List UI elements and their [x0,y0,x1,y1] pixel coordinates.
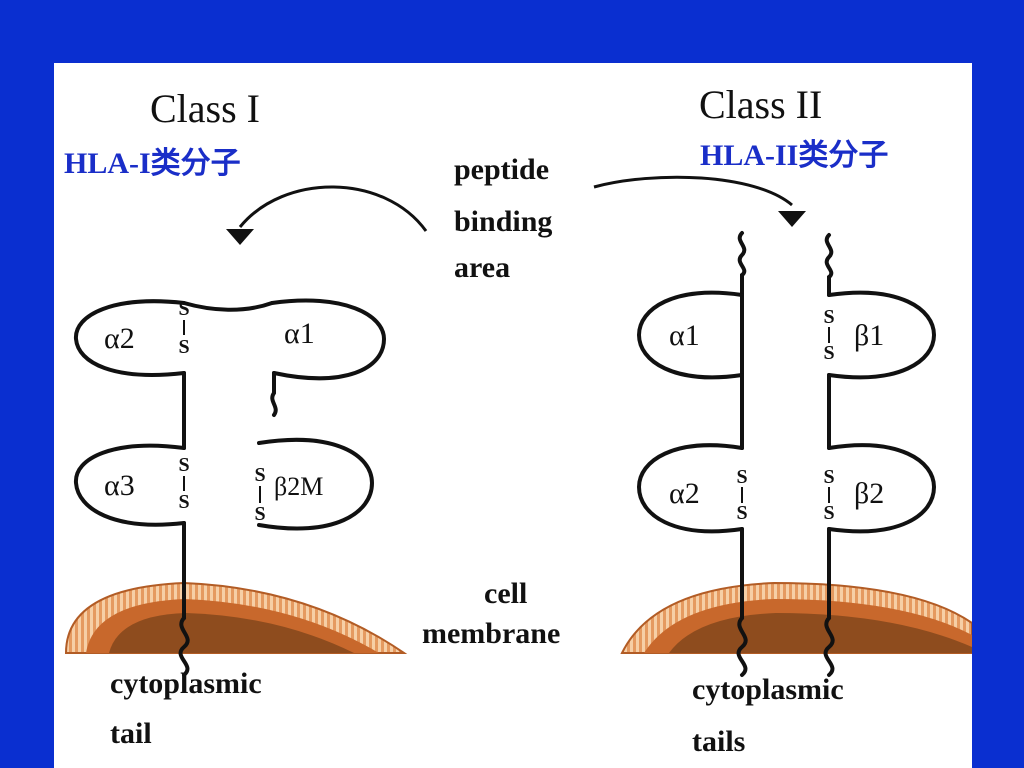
disulfide-s: S [823,342,834,364]
mhc-diagram: S S S S S S S S S S S S [64,175,972,677]
class2-alpha2-label: α2 [669,477,700,510]
class2-tail-label-line2: tails [692,725,746,758]
diagram-panel: S S S S S S S S S S S S [54,63,972,768]
membrane-left [64,581,408,654]
disulfide-bonds [183,320,830,503]
disulfide-s: S [823,306,834,328]
disulfide-s: S [178,491,189,513]
class2-subtitle: HLA-II类分子 [700,139,889,172]
peptide-label-line1: peptide [454,153,550,186]
class1-tail-label-line1: cytoplasmic [110,667,262,700]
disulfide-s: S [823,502,834,524]
class2-title: Class II [699,82,823,127]
class1-tail-label-line2: tail [110,717,152,750]
membrane-label-line2: membrane [422,617,561,650]
class1-alpha2-domain [73,299,186,377]
disulfide-s: S [254,464,265,486]
disulfide-s: S [254,503,265,525]
disulfide-s: S [736,502,747,524]
class1-b2m-label: β2M [274,472,323,501]
class2-alpha1-domain [636,290,744,380]
class2-beta1-label: β1 [854,319,884,352]
membrane-label-line1: cell [484,577,528,610]
disulfide-s: S [823,466,834,488]
peptide-arrows [238,175,793,232]
class2-molecule [636,231,937,677]
arrow-to-class1 [238,185,428,232]
class2-alpha1-label: α1 [669,319,700,352]
peptide-label-line2: binding [454,205,553,238]
disulfide-s: S [178,336,189,358]
class2-beta2-label: β2 [854,477,884,510]
class1-subtitle: HLA-I类分子 [64,147,241,180]
class2-beta2-domain [827,443,937,534]
class1-alpha1-label: α1 [284,317,315,350]
membrane-right [620,581,972,654]
disulfide-s: S [736,466,747,488]
class2-alpha2-domain [636,443,744,534]
class1-title: Class I [150,86,260,131]
domain-labels: α2 α1 α3 β2M α1 β1 α2 β2 [104,317,884,510]
disulfide-markers: S S S S S S S S S S S S [178,298,834,525]
class1-alpha2-label: α2 [104,322,135,355]
class1-alpha3-domain [73,443,186,527]
disulfide-s: S [178,454,189,476]
arrowhead-class2 [778,211,806,227]
arrow-to-class2 [593,175,793,207]
disulfide-s: S [178,298,189,320]
class1-b2m-domain [257,437,375,531]
peptide-label-line3: area [454,251,511,284]
class2-beta1-domain [827,290,937,380]
arrowhead-class1 [226,229,254,245]
class2-tail-label-line1: cytoplasmic [692,673,844,706]
class1-alpha1-domain [270,298,387,381]
class1-molecule [73,298,387,677]
class1-alpha3-label: α3 [104,469,135,502]
